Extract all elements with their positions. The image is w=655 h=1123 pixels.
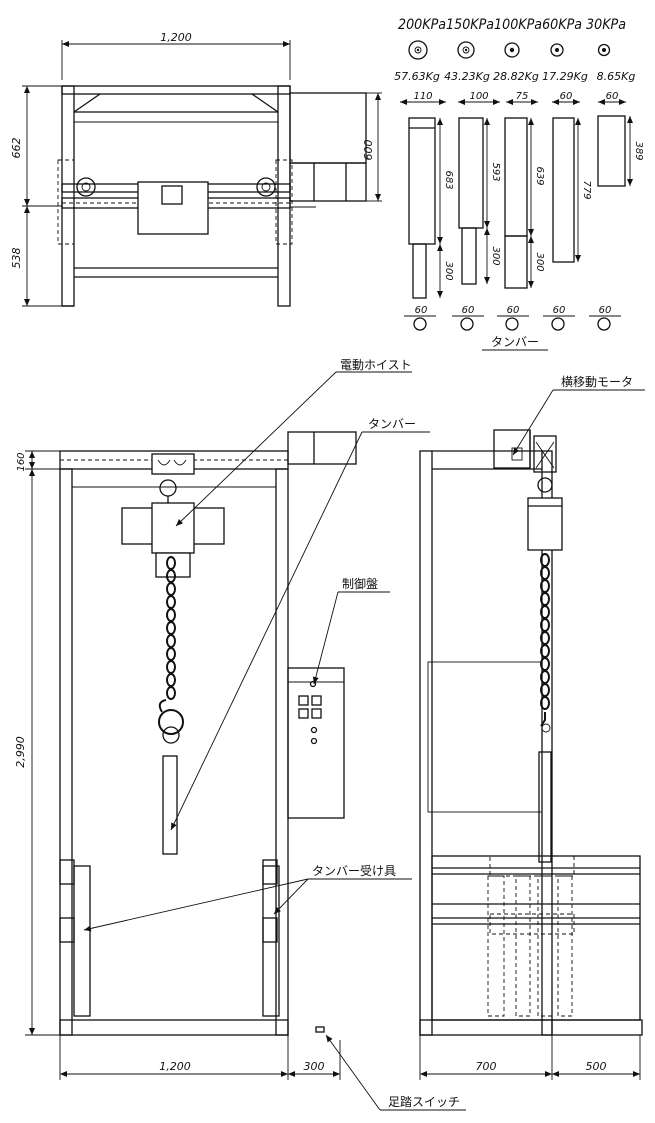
top-lower-height-label: 538: [10, 248, 23, 269]
tamper-receiver-leader-left: [83, 878, 309, 932]
tamper-5-rod-diameter: 60: [599, 305, 612, 316]
electric-hoist-label: 電動ホイスト: [340, 358, 412, 372]
top-width-label: 1,200: [160, 31, 192, 44]
tamper-1-rod-diameter: 60: [415, 305, 428, 316]
top-upper-height-label: 662: [10, 138, 23, 159]
top-view: 1,200 662 538: [10, 31, 382, 307]
traverse-motor-leader: [512, 389, 554, 456]
tamper-table: 200KPa150KPa100KPa60KPa 30KPa 57.63Kg 43…: [394, 17, 644, 351]
pedal-offset-label: 300: [304, 1060, 325, 1073]
side-left-label: 700: [476, 1060, 497, 1073]
electric-hoist-leader: [175, 371, 337, 527]
tamper-1-rod-length: 300: [443, 261, 454, 280]
control-panel-drawing: [287, 667, 345, 819]
tamper-caption: タンバー: [491, 335, 539, 349]
tamper-3-rod-length: 300: [534, 252, 545, 271]
front-top-label: 160: [16, 452, 27, 471]
tamper-3-mass: 28.82Kg: [493, 70, 539, 83]
tamper-2-width: 100: [469, 91, 488, 102]
tamper-receiver-label: タンバー受け具: [312, 864, 396, 878]
side-right-label: 500: [586, 1060, 607, 1073]
tamper-1-width: 110: [413, 91, 432, 102]
rod-diameter-row: 60 60 60 60 60: [404, 305, 621, 331]
side-view: 700 500: [419, 429, 643, 1080]
tamper-label: タンバー: [368, 417, 416, 431]
tamper-5-body-length: 389: [633, 141, 644, 160]
callouts: 電動ホイスト タンバー 横移動モータ 制御盤 タンバー受け具 足踏スイッチ: [83, 358, 645, 1111]
foot-switch-leader: [325, 1034, 381, 1111]
tamper-4-body-length: 779: [581, 180, 592, 199]
tamper-3-rod-diameter: 60: [507, 305, 520, 316]
tamper-1-mass: 57.63Kg: [394, 70, 440, 83]
side-chain: [540, 553, 550, 710]
tamper-5-width: 60: [606, 91, 619, 102]
tamper-3-body-length: 639: [534, 166, 545, 185]
tamper-2-mass: 43.23Kg: [444, 70, 490, 83]
tamper-2-rod-length: 300: [490, 246, 501, 265]
tamper-section-circles: [408, 40, 611, 60]
tamper-2-body-length: 593: [490, 162, 501, 181]
tamper-2-rod-diameter: 60: [462, 305, 475, 316]
tamper-4-drawing: 779: [552, 117, 592, 263]
tamper-2-drawing: 593 300: [458, 117, 501, 285]
control-panel-leader: [312, 591, 339, 685]
top-right-height-label: 600: [362, 140, 375, 161]
control-panel-label: 制御盤: [342, 576, 378, 591]
tamper-4-mass: 17.29Kg: [542, 70, 588, 83]
traverse-motor-label: 横移動モータ: [561, 375, 633, 389]
tamper-4-width: 60: [560, 91, 573, 102]
tamper-5-mass: 8.65Kg: [597, 70, 636, 83]
tamper-1-drawing: 683 300: [408, 117, 454, 299]
tamper-3-drawing: 639 300: [504, 117, 545, 289]
tamper-leader: [170, 431, 363, 831]
tamper-5-drawing: 389: [597, 115, 644, 187]
front-view: 160 2,990 1,200 300: [14, 431, 357, 1080]
tamper-receiver-leader-right: [273, 878, 309, 915]
tamper-4-rod-diameter: 60: [553, 305, 566, 316]
front-height-label: 2,990: [14, 736, 27, 768]
front-width-label: 1,200: [159, 1060, 191, 1073]
tamper-3-width: 75: [516, 91, 529, 102]
pressure-header: 200KPa150KPa100KPa60KPa 30KPa: [398, 17, 626, 33]
hoist-chain: [166, 556, 176, 700]
foot-switch-label: 足踏スイッチ: [388, 1095, 460, 1109]
tamper-1-body-length: 683: [443, 170, 454, 189]
